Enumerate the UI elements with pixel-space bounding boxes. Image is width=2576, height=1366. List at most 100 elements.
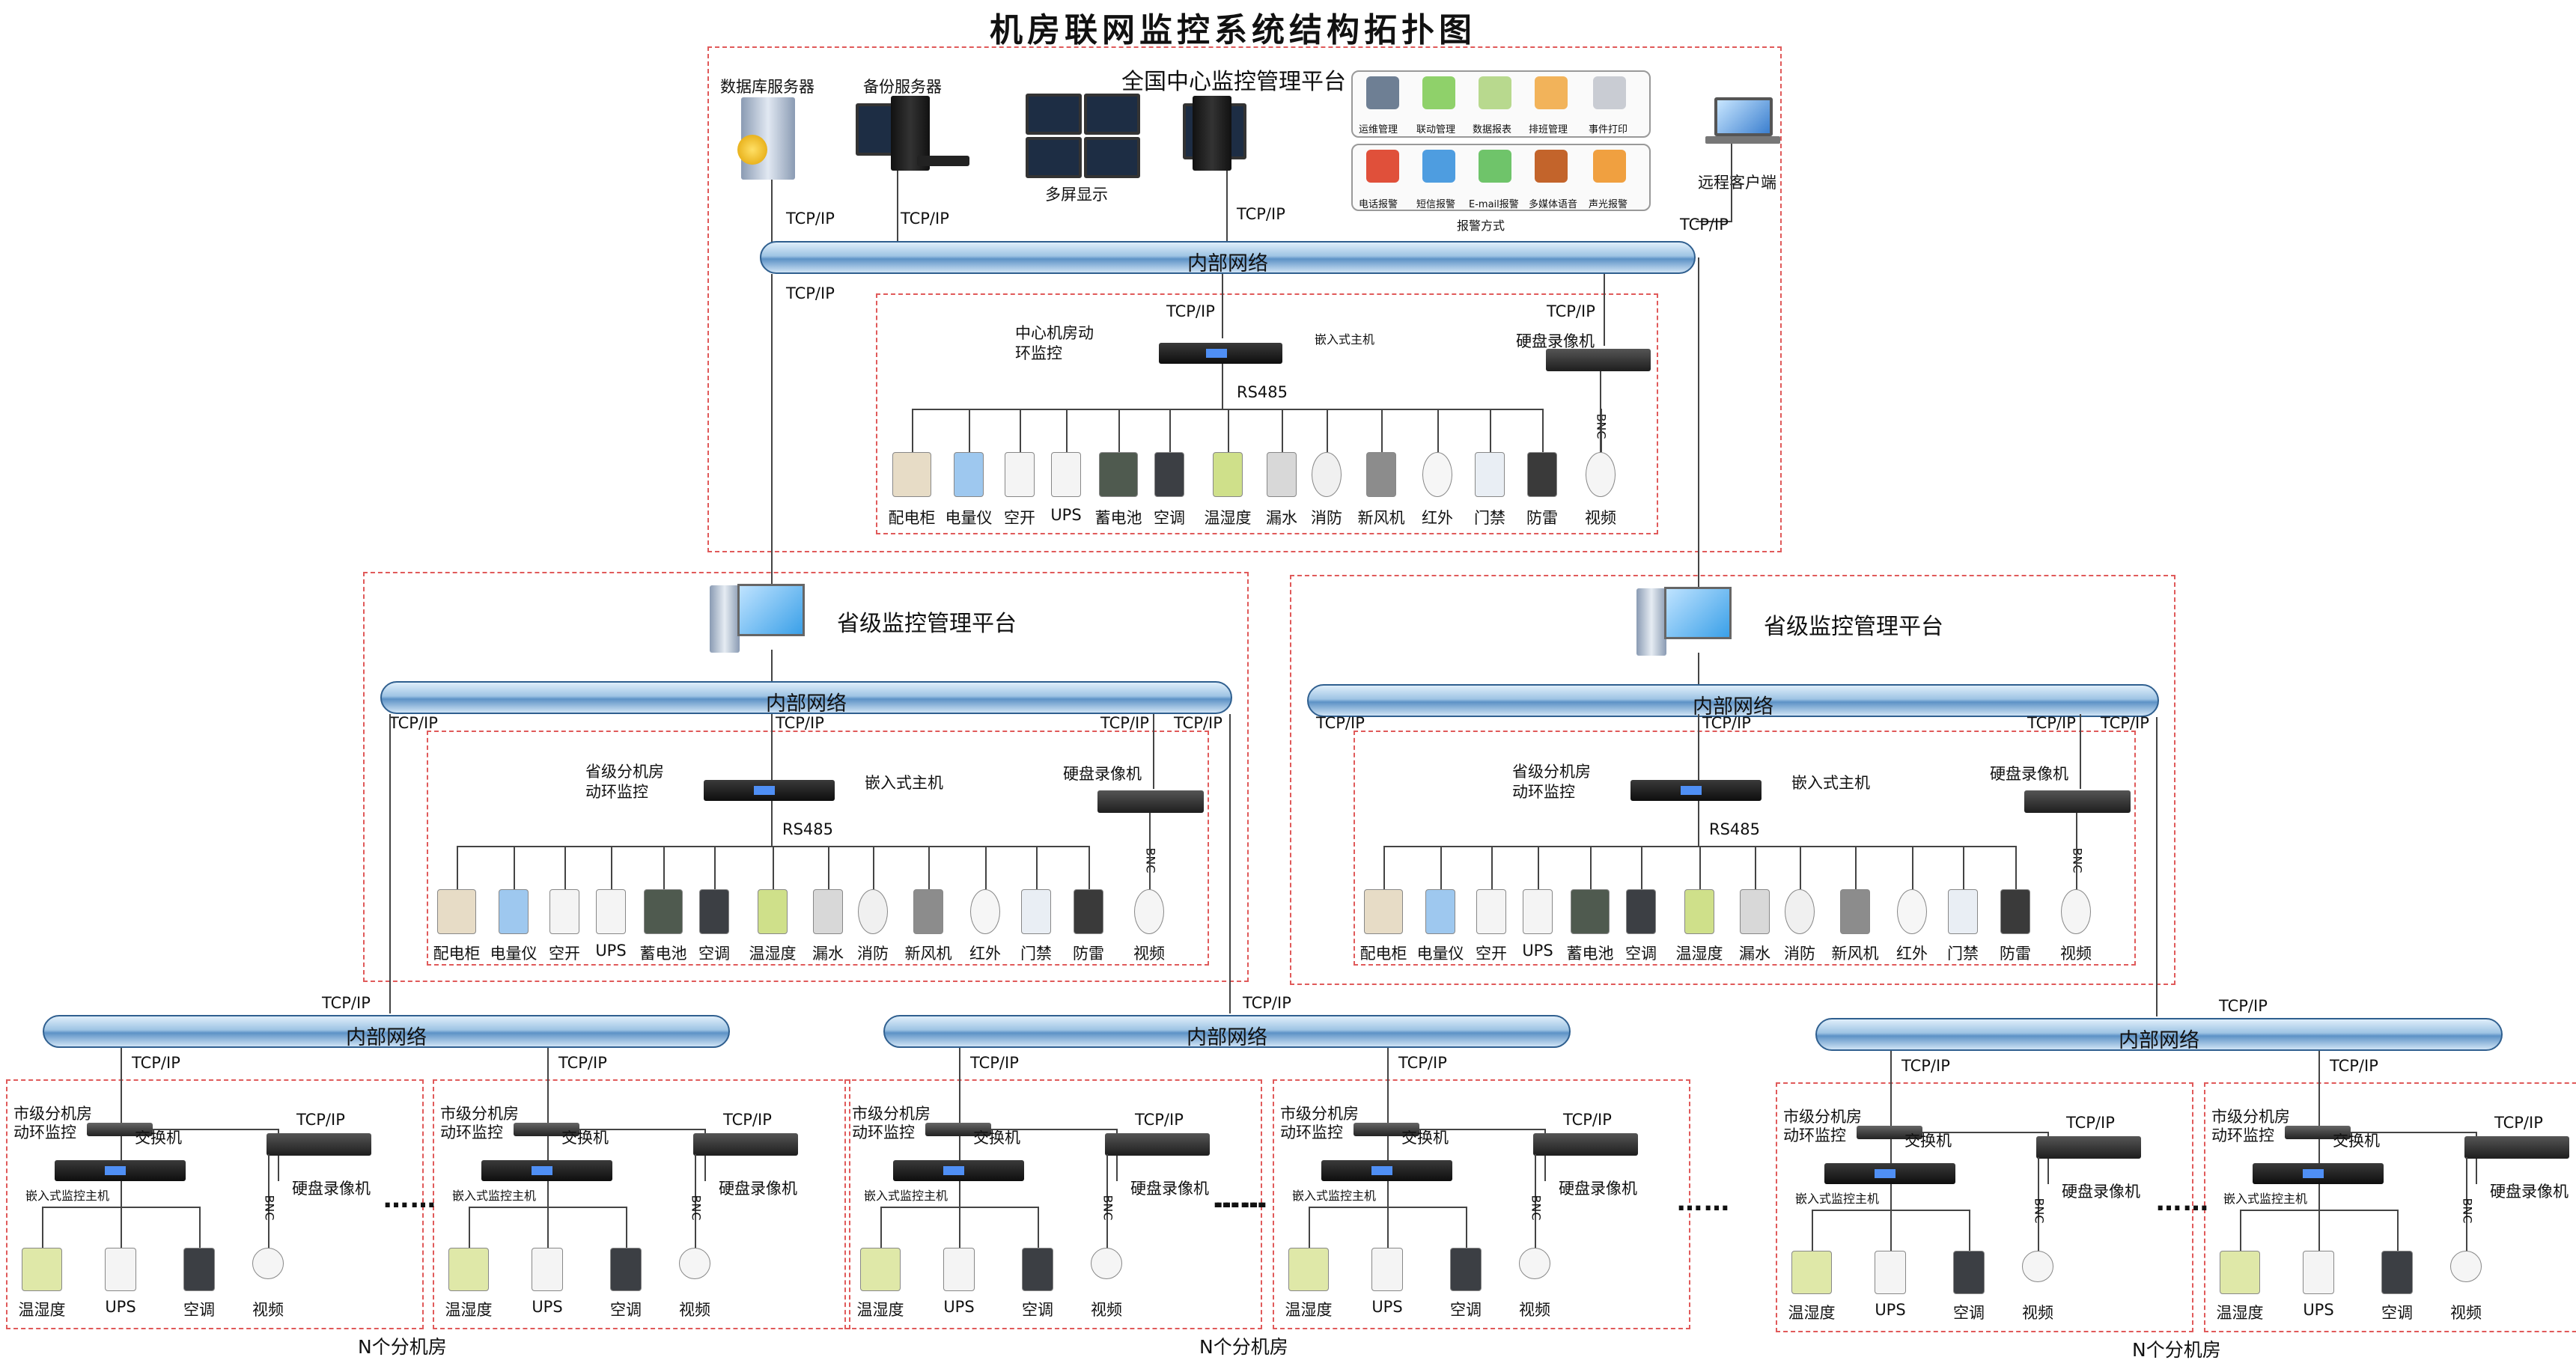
device-label: 红外 <box>1422 509 1453 527</box>
remote-client-label: 远程客户端 <box>1698 174 1776 192</box>
city-host-label: 嵌入式监控主机 <box>2223 1192 2308 1206</box>
tcpip-label: TCP/IP <box>1174 714 1222 732</box>
city-internal-network: 内部网络 <box>883 1015 1571 1049</box>
central-embedded-host-icon <box>1159 343 1282 364</box>
ellipsis-dots: …… <box>1215 1184 1269 1214</box>
device-label: 蓄电池 <box>639 945 687 963</box>
bnc-label: BNC <box>1529 1195 1544 1221</box>
tcpip-label: TCP/IP <box>296 1111 345 1129</box>
city-device-label: UPS <box>105 1298 136 1316</box>
alarm-func-2: 短信报警 <box>1416 199 1456 210</box>
province-room-label: 省级分机房 动环监控 <box>585 763 664 801</box>
city-device-label: 空调 <box>1022 1301 1053 1319</box>
tcpip-label: TCP/IP <box>1563 1111 1612 1129</box>
device-label: 配电柜 <box>888 509 936 527</box>
device-label: 空开 <box>1476 945 1507 963</box>
city-host-label: 嵌入式监控主机 <box>25 1189 110 1203</box>
device-label: UPS <box>1050 506 1082 524</box>
central-nvr-icon <box>1546 349 1651 371</box>
city-nvr-icon <box>2464 1136 2569 1159</box>
camera-icon <box>1091 1248 1122 1279</box>
city-embedded-host-icon <box>893 1160 1024 1181</box>
device-label: 红外 <box>1896 945 1928 963</box>
access-control-icon <box>1948 889 1978 934</box>
city-device-label: 空调 <box>610 1301 642 1319</box>
smoke-detector-icon <box>858 889 888 934</box>
breaker-icon <box>1005 452 1035 497</box>
ellipsis-dots: …… <box>1677 1187 1731 1217</box>
switch-label: 交换机 <box>135 1129 182 1147</box>
switch-icon <box>2285 1126 2351 1139</box>
ac-unit-icon <box>1953 1251 1985 1294</box>
tcpip-label: TCP/IP <box>1680 216 1729 234</box>
smoke-detector-icon <box>1312 452 1342 497</box>
ops-tools-icon <box>1366 76 1399 109</box>
switch-label: 交换机 <box>2333 1132 2380 1150</box>
device-label: 新风机 <box>1831 945 1879 963</box>
central-region <box>707 46 1782 552</box>
rs485-label: RS485 <box>782 820 834 838</box>
device-label: 漏水 <box>1266 509 1297 527</box>
city-device-label: 视频 <box>2450 1304 2482 1322</box>
power-cabinet-icon <box>437 889 476 934</box>
rs485-label: RS485 <box>1237 383 1288 401</box>
switch-label: 交换机 <box>561 1129 609 1147</box>
lightning-icon <box>1527 452 1557 497</box>
alarm-methods-label: 报警方式 <box>1457 219 1505 233</box>
device-label: UPS <box>1522 942 1553 960</box>
central-room-label: 中心机房动 环监控 <box>1015 324 1094 362</box>
city-device-label: UPS <box>532 1298 563 1316</box>
city-room-region <box>6 1079 424 1329</box>
lightning-icon <box>1074 889 1103 934</box>
tcpip-label: TCP/IP <box>1166 302 1215 320</box>
bnc-label: BNC <box>689 1195 704 1221</box>
database-icon <box>737 135 767 165</box>
ellipsis-dots: …… <box>1213 1184 1267 1214</box>
device-label: 视频 <box>1133 945 1165 963</box>
device-label: 空调 <box>698 945 730 963</box>
device-label: 消防 <box>1784 945 1815 963</box>
breaker-icon <box>1476 889 1506 934</box>
tcpip-label: TCP/IP <box>1547 302 1595 320</box>
city-room-label: 市级分机房 动环监控 <box>440 1105 519 1141</box>
camera-icon <box>1134 889 1164 934</box>
device-label: 电量仪 <box>1416 945 1464 963</box>
phone-alarm-icon <box>1366 150 1399 183</box>
ups-icon <box>105 1248 136 1291</box>
switch-label: 交换机 <box>973 1129 1020 1147</box>
backup-server-label: 备份服务器 <box>863 78 942 96</box>
city-nvr-icon <box>1105 1133 1210 1156</box>
printer-icon <box>1593 76 1626 109</box>
city-nvr-label: 硬盘录像机 <box>1559 1180 1637 1198</box>
camera-icon <box>2061 889 2091 934</box>
city-device-label: UPS <box>1371 1298 1403 1316</box>
city-host-label: 嵌入式监控主机 <box>1795 1192 1880 1206</box>
smoke-detector-icon <box>1785 889 1815 934</box>
province-nvr-label: 硬盘录像机 <box>1063 765 1142 783</box>
city-room-region <box>1776 1082 2193 1332</box>
province-embedded-host-icon <box>1630 780 1762 801</box>
camera-icon <box>679 1248 710 1279</box>
city-internal-network: 内部网络 <box>1815 1018 2503 1052</box>
city-device-label: 温湿度 <box>1788 1304 1836 1322</box>
access-control-icon <box>1021 889 1051 934</box>
province-host-label: 嵌入式主机 <box>865 774 943 792</box>
power-cabinet-icon <box>892 452 931 497</box>
tcpip-label: TCP/IP <box>1398 1054 1447 1072</box>
province-nvr-label: 硬盘录像机 <box>1990 765 2068 783</box>
province-right-platform-label: 省级监控管理平台 <box>1764 614 1943 640</box>
rs485-label: RS485 <box>1709 820 1761 838</box>
infrared-icon <box>1897 889 1927 934</box>
tcpip-label: TCP/IP <box>901 210 949 228</box>
water-leak-icon <box>813 889 843 934</box>
tcpip-label: TCP/IP <box>1901 1057 1950 1075</box>
thermo-hygro-icon <box>860 1248 901 1291</box>
ac-unit-icon <box>1022 1248 1053 1291</box>
device-label: 视频 <box>2060 945 2092 963</box>
city-nvr-label: 硬盘录像机 <box>2490 1183 2569 1201</box>
thermo-hygro-icon <box>758 889 788 934</box>
device-label: 电量仪 <box>945 509 993 527</box>
city-room-region <box>844 1079 1262 1329</box>
alarm-func-4: 多媒体语音 <box>1529 199 1578 210</box>
device-label: 红外 <box>969 945 1001 963</box>
